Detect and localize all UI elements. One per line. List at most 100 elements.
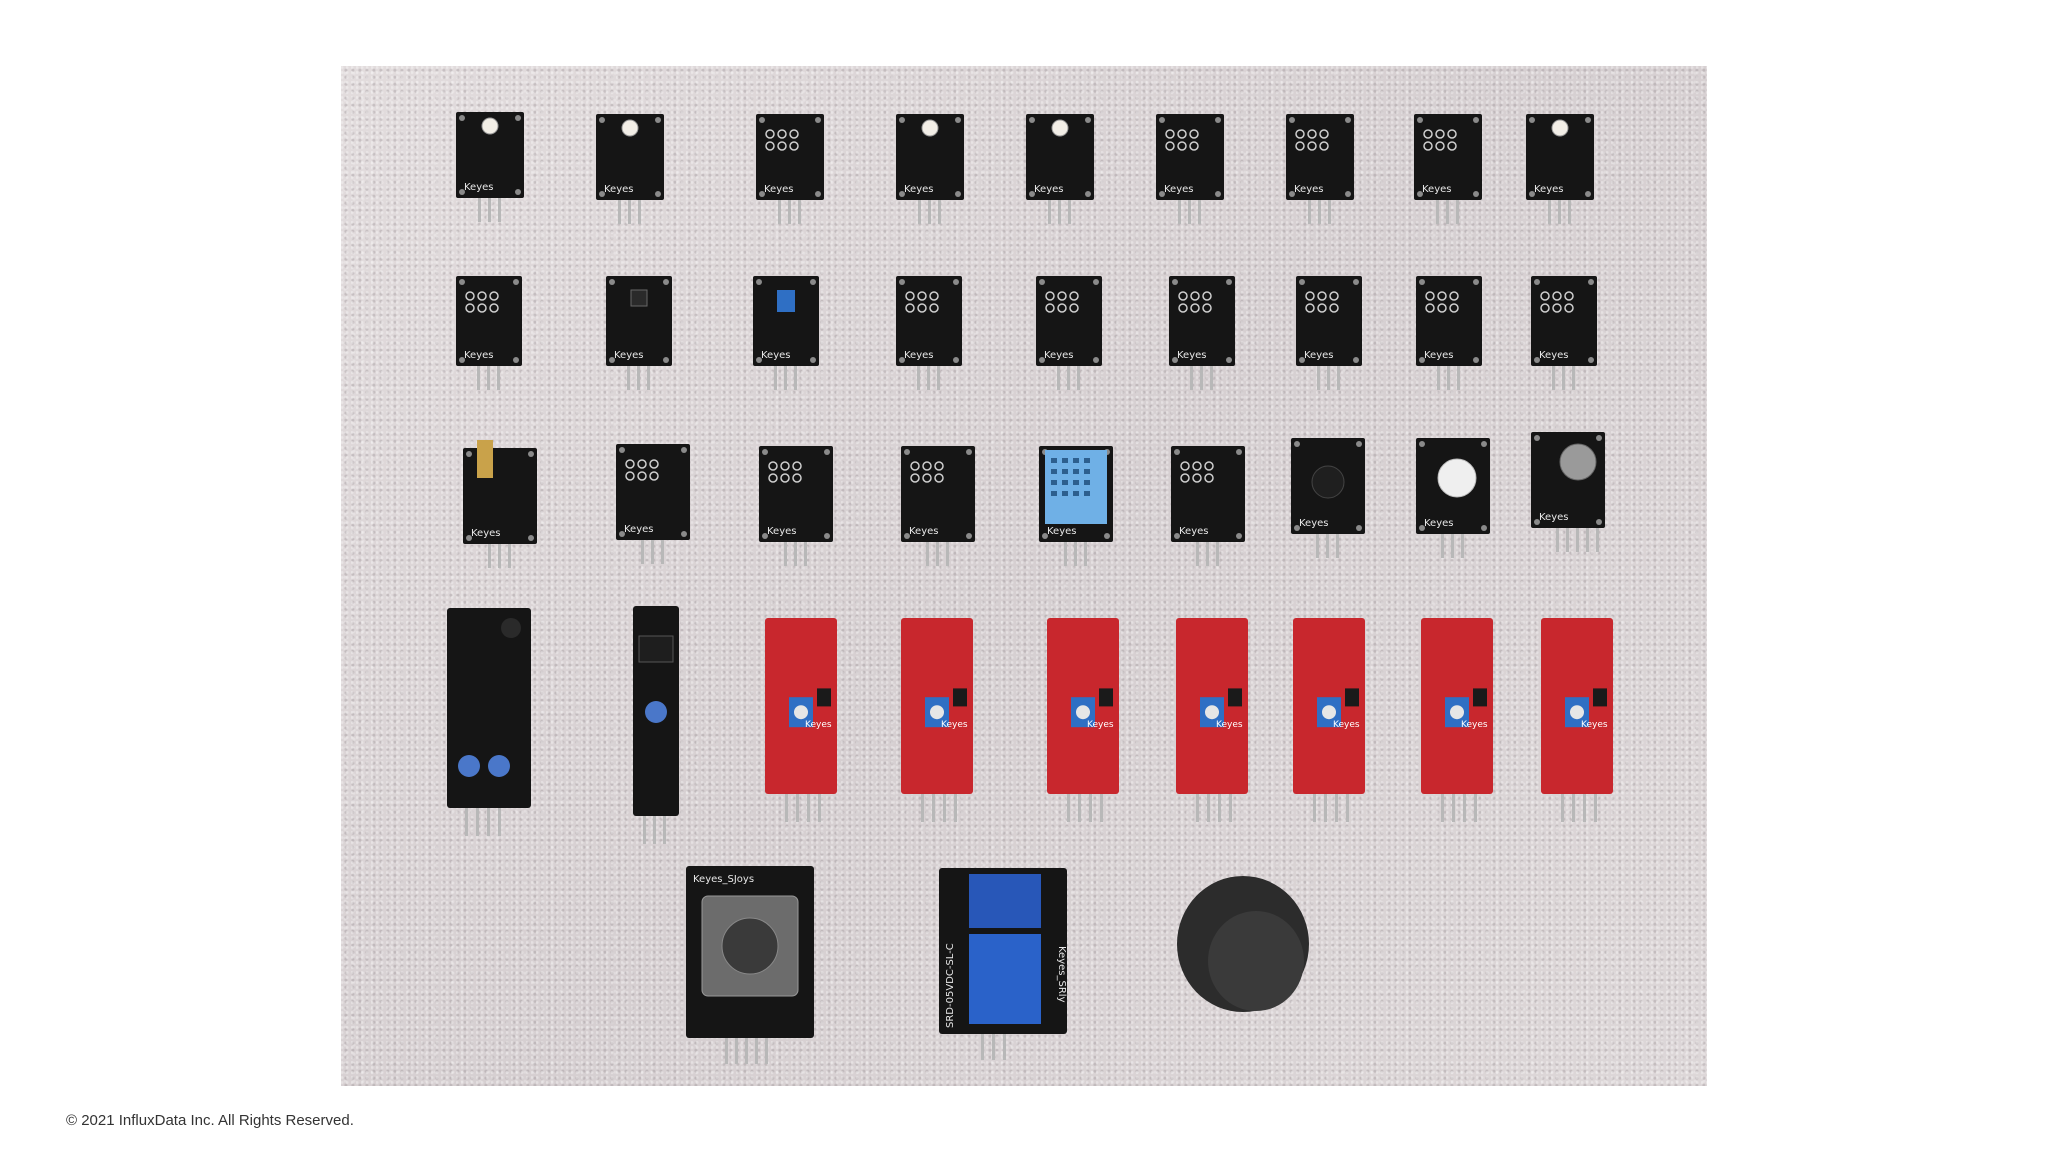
- mount-hole: [1085, 117, 1091, 123]
- mount-hole: [1529, 117, 1535, 123]
- solder-pad: [1540, 303, 1550, 313]
- module-pin: [1216, 542, 1219, 566]
- sensor-grille-slot: [1073, 458, 1079, 463]
- solder-pad: [1202, 303, 1212, 313]
- solder-pad: [1177, 141, 1187, 151]
- laser-head-component: [477, 440, 493, 478]
- solder-pad: [637, 471, 647, 481]
- mount-hole: [1417, 117, 1423, 123]
- module-pin: [946, 542, 949, 566]
- sensor-grille-slot: [1084, 458, 1090, 463]
- solder-pad: [465, 303, 475, 313]
- module-pin: [1229, 794, 1232, 822]
- solder-pad: [792, 461, 802, 471]
- module-pin: [1188, 200, 1191, 224]
- mount-hole: [1236, 449, 1242, 455]
- mount-hole: [1353, 357, 1359, 363]
- solder-pad: [1564, 291, 1574, 301]
- solder-pad: [1552, 291, 1562, 301]
- solder-pad: [780, 461, 790, 471]
- mount-hole: [1473, 279, 1479, 285]
- module-pin: [784, 366, 787, 390]
- footer-copyright: © 2021 InfluxData Inc. All Rights Reserv…: [66, 1112, 354, 1129]
- module-pin: [918, 200, 921, 224]
- ir-potentiometer-right: [488, 755, 510, 777]
- mount-hole: [899, 117, 905, 123]
- solder-pad: [1307, 141, 1317, 151]
- module-pin: [788, 200, 791, 224]
- mount-hole: [655, 191, 661, 197]
- module-pin: [653, 816, 656, 844]
- module-pin: [1447, 366, 1450, 390]
- mount-hole: [1585, 117, 1591, 123]
- board-marking: Keyes: [1299, 518, 1329, 529]
- buzzer-label-component: [1437, 458, 1477, 498]
- module-pin: [1441, 794, 1444, 822]
- solder-pad: [1045, 291, 1055, 301]
- mount-hole: [663, 357, 669, 363]
- solder-pad: [637, 459, 647, 469]
- mount-hole: [1159, 117, 1165, 123]
- mount-hole: [1534, 279, 1540, 285]
- module-pin: [641, 540, 644, 564]
- module-pin: [745, 1038, 748, 1064]
- relay-body-marking: SRD-05VDC-SL-C: [945, 943, 956, 1028]
- module-pin: [1457, 366, 1460, 390]
- sensor-module-board: [456, 112, 524, 198]
- sensor-grille-slot: [1084, 469, 1090, 474]
- module-pin: [1067, 366, 1070, 390]
- mount-hole: [1299, 279, 1305, 285]
- module-pin: [627, 366, 630, 390]
- mount-hole: [815, 191, 821, 197]
- board-marking: Keyes: [767, 526, 797, 537]
- mount-hole: [1294, 525, 1300, 531]
- solder-pad: [1189, 129, 1199, 139]
- mount-hole: [1226, 279, 1232, 285]
- board-marking: Keyes: [1424, 350, 1454, 361]
- module-pin: [497, 366, 500, 390]
- module-pin: [725, 1038, 728, 1064]
- module-pin: [1452, 794, 1455, 822]
- module-pin: [1089, 794, 1092, 822]
- module-pin: [498, 544, 501, 568]
- mount-hole: [528, 451, 534, 457]
- module-pin: [1210, 366, 1213, 390]
- board-marking: Keyes: [1424, 518, 1454, 529]
- module-pin: [487, 808, 490, 836]
- module-pin: [1346, 794, 1349, 822]
- sensor-grille-slot: [1062, 458, 1068, 463]
- mount-hole: [599, 117, 605, 123]
- module-pin: [921, 794, 924, 822]
- mount-hole: [609, 279, 615, 285]
- mount-hole: [966, 449, 972, 455]
- module-pin: [498, 198, 501, 222]
- module-pin: [1568, 200, 1571, 224]
- board-marking: Keyes: [909, 526, 939, 537]
- module-pin: [1064, 542, 1067, 566]
- board-marking: Keyes: [1164, 184, 1194, 195]
- mount-hole: [513, 357, 519, 363]
- module-pin: [1562, 366, 1565, 390]
- board-marking: Keyes: [471, 528, 501, 539]
- module-pin: [778, 200, 781, 224]
- solder-pad: [649, 471, 659, 481]
- mount-hole: [1226, 357, 1232, 363]
- solder-pad: [777, 129, 787, 139]
- solder-pad: [1192, 473, 1202, 483]
- mount-hole: [815, 117, 821, 123]
- module-pin: [784, 542, 787, 566]
- board-marking: Keyes: [1333, 720, 1360, 730]
- module-pin: [938, 200, 941, 224]
- module-pin: [1308, 200, 1311, 224]
- mount-hole: [459, 357, 465, 363]
- solder-pad: [934, 473, 944, 483]
- mount-hole: [904, 533, 910, 539]
- mount-hole: [663, 279, 669, 285]
- solder-pad: [1437, 303, 1447, 313]
- mount-hole: [466, 451, 472, 457]
- sensor-module-board: [1286, 114, 1354, 200]
- push-button-component: [630, 289, 648, 307]
- module-pin: [796, 794, 799, 822]
- solder-pad: [1552, 303, 1562, 313]
